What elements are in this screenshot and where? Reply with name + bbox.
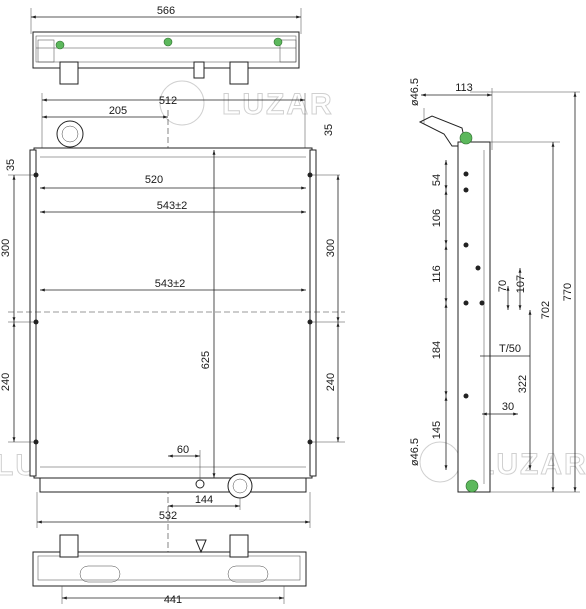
dim-54: 54 [431, 174, 443, 186]
dim-184: 184 [431, 341, 443, 359]
top-view: 566 [30, 5, 302, 85]
dim-35-left: 35 [5, 159, 17, 171]
dim-60: 60 [177, 444, 189, 456]
top-inlet-pipe [59, 61, 79, 85]
side-bottom-fitting [465, 479, 479, 493]
dim-532: 532 [159, 510, 177, 522]
bracket-pin-3 [273, 37, 283, 47]
dim-70: 70 [497, 280, 509, 292]
dim-d-bottom: ø46.5 [409, 438, 421, 466]
dim-512: 512 [159, 95, 177, 107]
dim-441: 441 [164, 594, 182, 606]
side-view: ø46.5 113 54 106 116 184 145 ø46.5 107 [409, 78, 580, 493]
bottom-outlet [227, 473, 253, 499]
dim-543-mid: 543±2 [155, 278, 186, 290]
front-view: 512 205 35 35 520 543±2 543±2 300 [0, 93, 345, 560]
dim-144: 144 [195, 494, 213, 506]
mount-point [307, 439, 313, 445]
dim-205: 205 [109, 105, 127, 117]
dim-30: 30 [502, 401, 514, 413]
dim-543-top: 543±2 [157, 200, 188, 212]
watermark-bottom-right: LUZAR [419, 441, 586, 483]
side-top-fitting [459, 131, 473, 145]
dim-300-right: 300 [325, 239, 337, 257]
dim-107: 107 [515, 275, 527, 293]
watermark-top: LUZAR [159, 80, 334, 126]
side-core [457, 141, 491, 493]
dim-520: 520 [145, 174, 163, 186]
svg-text:LUZAR: LUZAR [476, 448, 586, 481]
dim-240-right: 240 [325, 373, 337, 391]
dim-300-left: 300 [0, 239, 12, 257]
mount-point [307, 319, 313, 325]
bracket-pin-2 [163, 37, 173, 47]
svg-text:LUZAR: LUZAR [222, 88, 334, 121]
radiator-core [33, 147, 313, 479]
dim-240-left: 240 [0, 373, 12, 391]
dim-145: 145 [431, 421, 443, 439]
bottom-tank-view [32, 551, 307, 587]
dim-35-right: 35 [323, 124, 335, 136]
mount-point [33, 439, 39, 445]
dim-322: 322 [517, 375, 529, 393]
dim-106: 106 [431, 209, 443, 227]
mount-point [307, 172, 313, 178]
mount-point [33, 319, 39, 325]
top-outlet-pipe [229, 61, 249, 85]
bottom-view: 441 [32, 534, 307, 606]
mount-point [33, 172, 39, 178]
filler-neck [56, 120, 84, 148]
dim-770: 770 [562, 283, 574, 301]
dim-d-top: ø46.5 [409, 78, 421, 106]
bracket-pin-1 [55, 40, 65, 50]
dim-702: 702 [540, 301, 552, 319]
dim-116: 116 [431, 265, 443, 283]
drain-plug [195, 479, 205, 489]
dim-t50: T/50 [499, 343, 521, 355]
dim-625: 625 [200, 351, 212, 369]
dim-113: 113 [455, 82, 473, 94]
bottom-tank [39, 477, 307, 493]
dim-top-width: 566 [157, 5, 175, 17]
